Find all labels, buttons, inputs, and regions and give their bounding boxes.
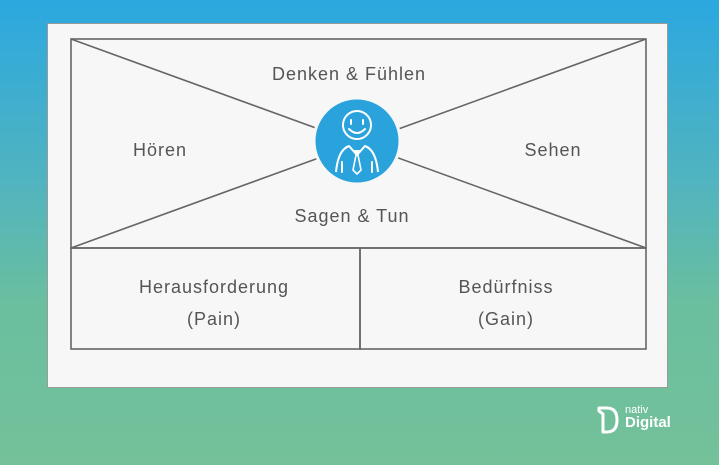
label-top: Denken & Fühlen bbox=[272, 64, 426, 84]
label-right: Sehen bbox=[524, 140, 581, 160]
pain-label-line2: (Pain) bbox=[187, 309, 241, 329]
gain-label-line1: Bedürfniss bbox=[458, 277, 553, 297]
brand-logo: nativ Digital bbox=[596, 404, 676, 440]
nativ-logo-icon bbox=[597, 406, 619, 434]
label-left: Hören bbox=[133, 140, 187, 160]
gain-label-line2: (Gain) bbox=[478, 309, 534, 329]
pain-box bbox=[70, 247, 361, 350]
pain-label-line1: Herausforderung bbox=[139, 277, 289, 297]
label-bottom: Sagen & Tun bbox=[294, 206, 409, 226]
person-avatar-icon bbox=[312, 96, 402, 186]
brand-bottom-text: Digital bbox=[625, 414, 671, 431]
gain-box bbox=[359, 247, 647, 350]
brand-top-text: nativ bbox=[625, 404, 649, 416]
empathy-map-card bbox=[47, 23, 668, 388]
